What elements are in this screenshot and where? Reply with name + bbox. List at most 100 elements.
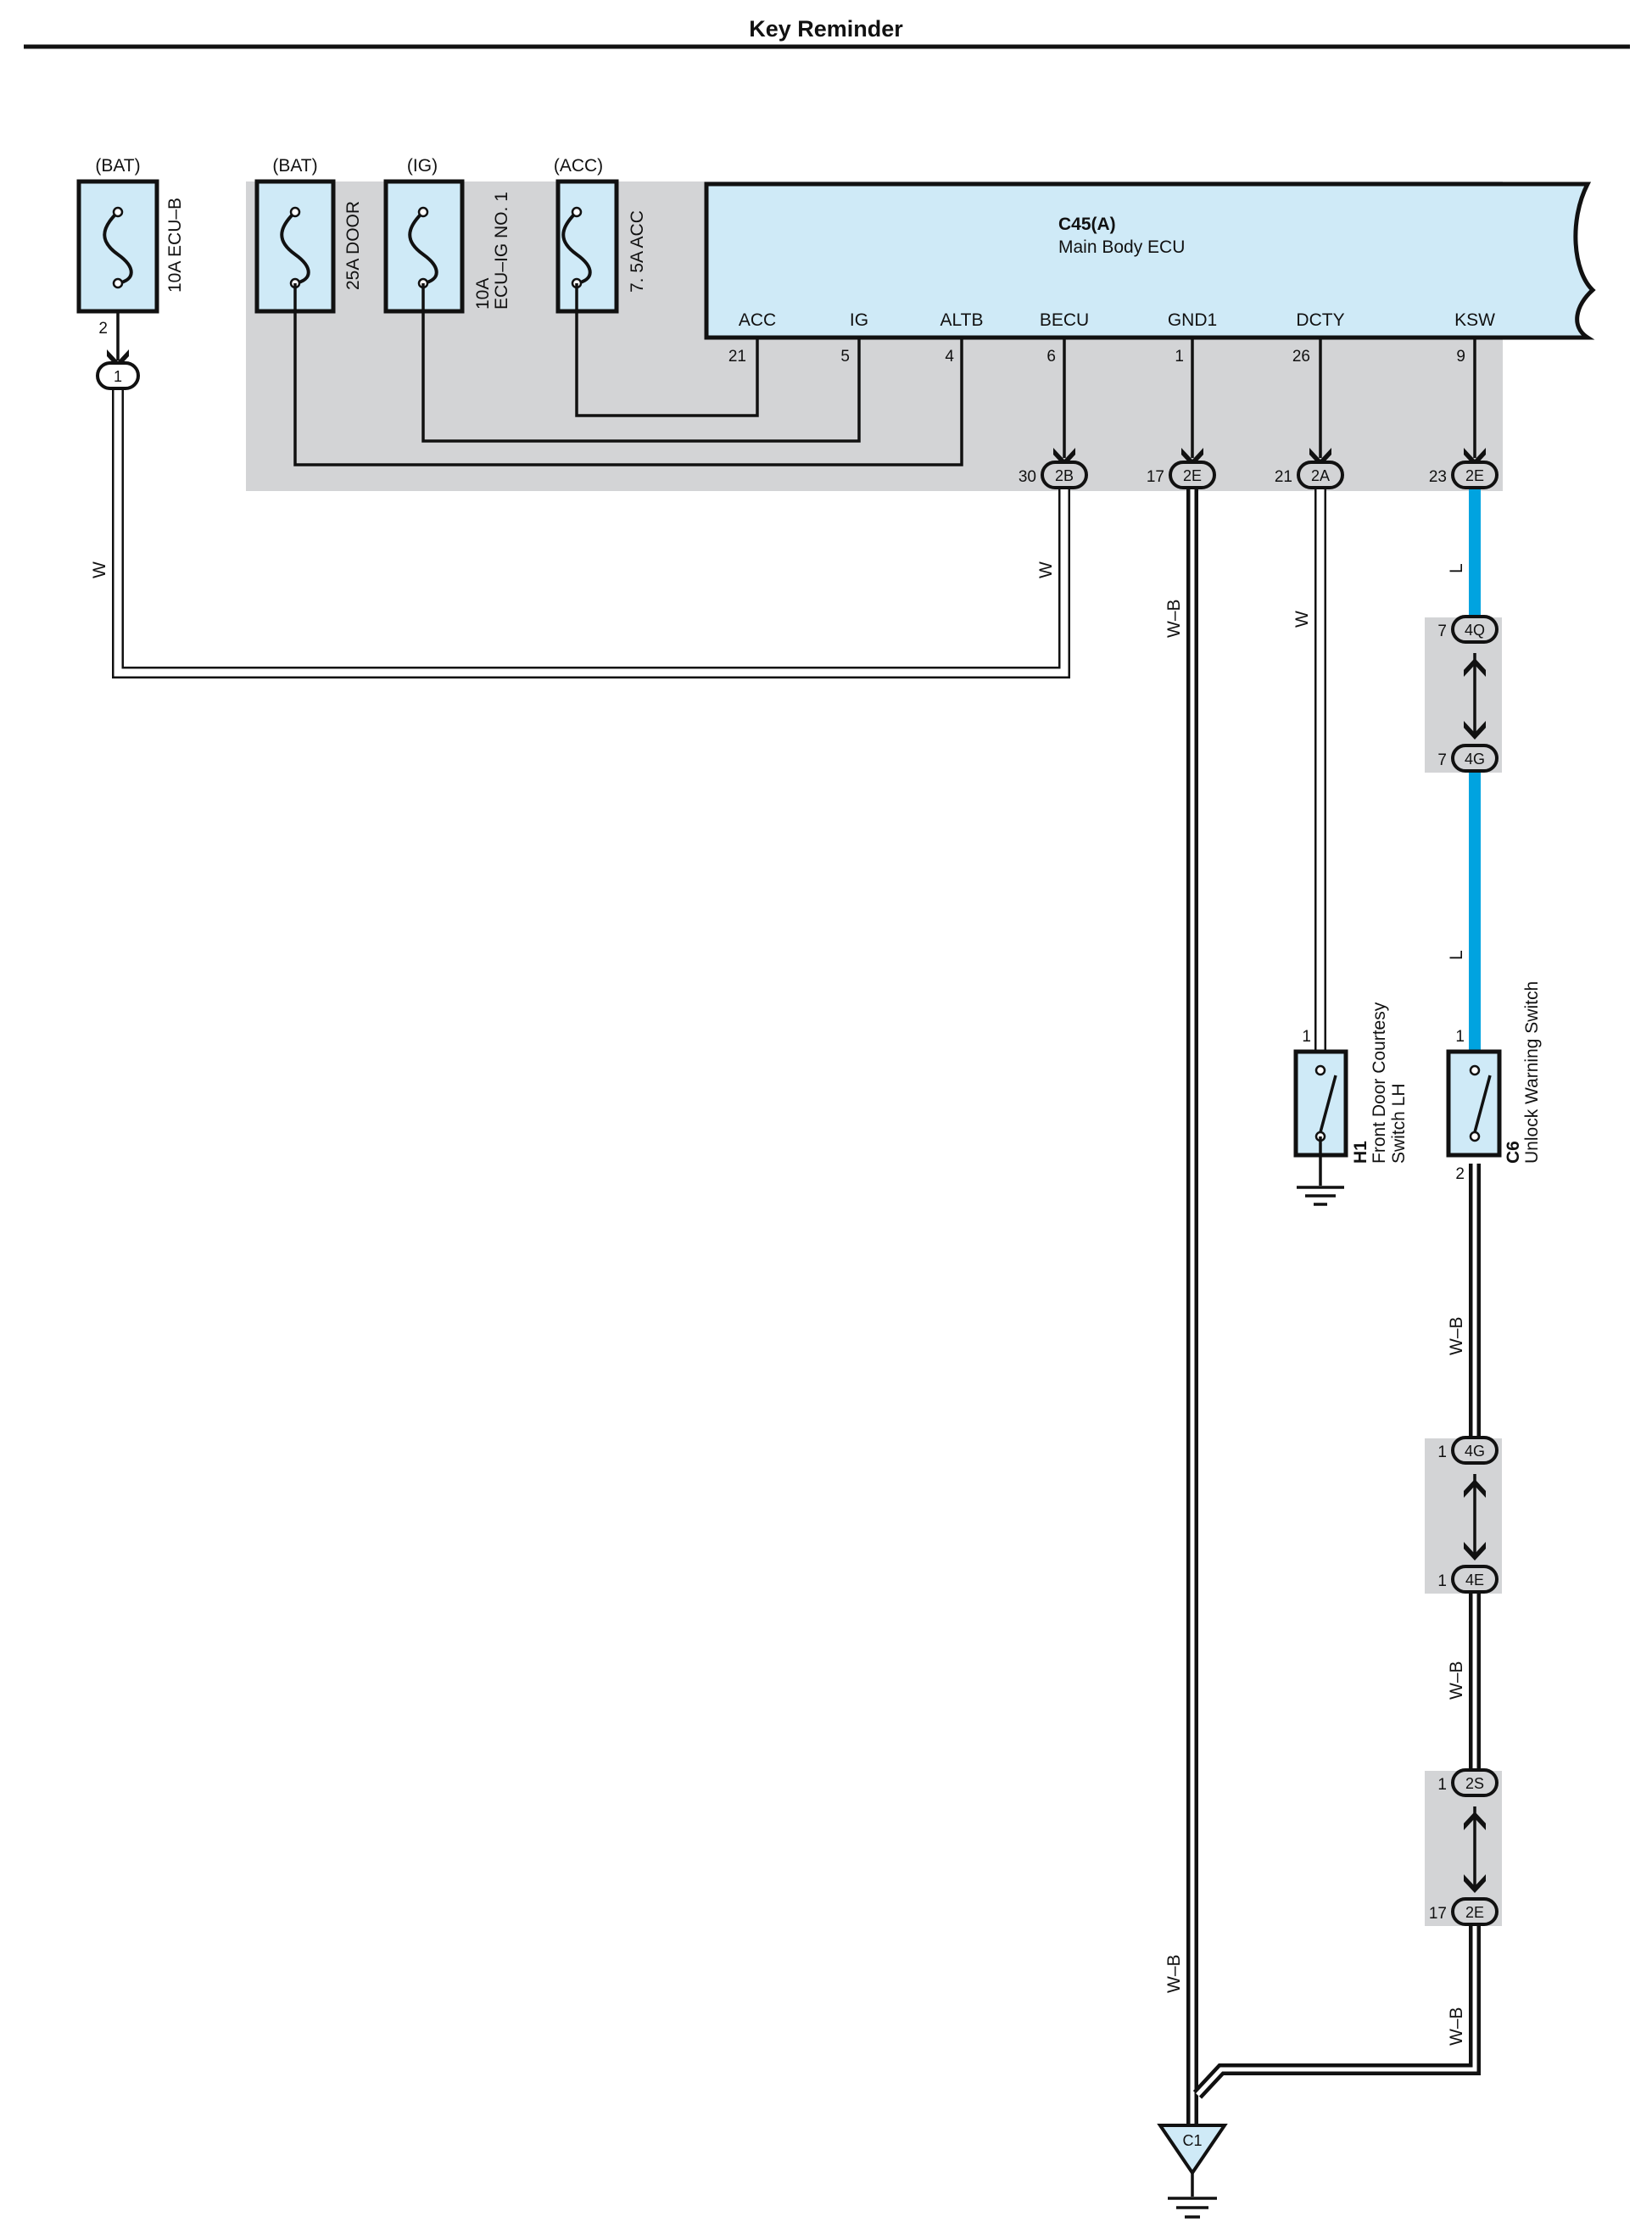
wire-color-label: W — [1036, 561, 1056, 578]
svg-text:4G: 4G — [1465, 751, 1485, 768]
svg-text:17: 17 — [1147, 468, 1164, 486]
wire-altb-internal — [293, 283, 963, 466]
fuse-source-label: (BAT) — [272, 156, 317, 176]
fuse-source-label: (IG) — [407, 156, 438, 176]
switch-contact — [1469, 1131, 1481, 1142]
fuse-element-icon — [103, 210, 133, 285]
fuse-source-label: (BAT) — [95, 156, 140, 176]
ground-icon — [1168, 2173, 1217, 2219]
junction-connector: 2A 21 — [1275, 461, 1344, 489]
wire-ig-internal — [421, 283, 861, 443]
wire-acc-internal — [575, 283, 759, 417]
switch-pin-number: 1 — [1302, 1028, 1311, 1046]
fuse-name: 10A — [473, 278, 493, 310]
fuse-element-icon — [408, 210, 438, 285]
ecu-terminal-label: ACC — [739, 310, 776, 330]
switch-blade — [1319, 1075, 1337, 1133]
svg-text:4E: 4E — [1465, 1572, 1484, 1589]
connector-arrow-icon — [1464, 1812, 1486, 1830]
switch-name: Front Door Courtesy — [1370, 1002, 1389, 1164]
fuse-terminal — [112, 277, 124, 289]
connector-arrow-icon — [1464, 658, 1486, 677]
svg-text:2E: 2E — [1465, 1904, 1484, 1921]
fuse-terminal — [112, 206, 124, 218]
switch-code: C6 — [1504, 1141, 1523, 1164]
ecu-name: Main Body ECU — [1058, 237, 1185, 257]
main-body-ecu — [704, 181, 1596, 340]
svg-text:2S: 2S — [1465, 1775, 1484, 1792]
switch-contact — [1314, 1064, 1326, 1076]
wire-color-label: W–B — [1447, 2007, 1466, 2046]
svg-text:1: 1 — [1437, 1443, 1447, 1461]
ecu-terminal-label: BECU — [1040, 310, 1089, 330]
fuse-element-icon — [561, 210, 592, 285]
connector-arrow-icon — [1464, 721, 1486, 740]
switch-blade — [1473, 1075, 1492, 1133]
ecu-terminal-label: DCTY — [1296, 310, 1344, 330]
ecu-terminal-label: GND1 — [1168, 310, 1217, 330]
svg-text:2A: 2A — [1311, 467, 1330, 484]
ecu-pin-number: 9 — [1456, 348, 1465, 366]
connector-arrow-icon — [1464, 1542, 1486, 1561]
junction-connector: 4E 1 — [1437, 1565, 1499, 1594]
svg-text:23: 23 — [1429, 468, 1447, 486]
svg-text:2E: 2E — [1465, 467, 1484, 484]
wire-wb-return-core — [1196, 1925, 1477, 2097]
ecu-pin-number: 6 — [1046, 348, 1056, 366]
fuse-element-icon — [280, 210, 310, 285]
ecu-pin-number: 4 — [945, 348, 954, 366]
junction-connector: 2E 17 — [1429, 1897, 1499, 1926]
fuse-ecu-b — [76, 179, 159, 314]
svg-text:4Q: 4Q — [1465, 622, 1485, 639]
fuse-name: 25A DOOR — [343, 201, 363, 290]
switch-code: H1 — [1351, 1141, 1370, 1164]
wire-color-label: W — [90, 561, 109, 578]
fuse-terminal — [417, 206, 429, 218]
switch-name: Switch LH — [1389, 1083, 1409, 1164]
wire-color-label: W–B — [1164, 599, 1184, 638]
page-title: Key Reminder — [749, 16, 903, 42]
ecu-pin-number: 1 — [1175, 348, 1184, 366]
junction-connector: 4G 1 — [1437, 1436, 1499, 1465]
svg-text:1: 1 — [114, 368, 122, 385]
junction-connector: 2E 23 — [1429, 461, 1499, 489]
junction-connector: 2S 1 — [1437, 1768, 1499, 1797]
wire-color-label: L — [1447, 950, 1466, 960]
fuse-terminal — [289, 206, 301, 218]
ground-point-c1 — [1157, 2124, 1228, 2176]
svg-text:30: 30 — [1019, 468, 1036, 486]
junction-connector: 4Q 7 — [1437, 615, 1499, 644]
switch-pin-number: 1 — [1455, 1028, 1465, 1046]
fuse-source-label: (ACC) — [554, 156, 603, 176]
ecu-pin-number: 26 — [1292, 348, 1310, 366]
switch-contact — [1469, 1064, 1481, 1076]
fuse-name: ECU–IG NO. 1 — [492, 192, 511, 310]
svg-text:2B: 2B — [1055, 467, 1074, 484]
fuse-name: 10A ECU–B — [165, 198, 185, 293]
wire-color-label: W–B — [1447, 1661, 1466, 1700]
wire-color-label: W–B — [1164, 1954, 1184, 1993]
wire-w-ecub-2b-core — [114, 383, 1069, 677]
switch-pin-number: 2 — [1455, 1165, 1465, 1183]
ecu-pin-number: 5 — [840, 348, 850, 366]
wire-color-label: W–B — [1447, 1316, 1466, 1355]
connector-arrow-icon — [1464, 1874, 1486, 1893]
ecu-terminal-label: ALTB — [940, 310, 984, 330]
svg-text:1: 1 — [1437, 1776, 1447, 1794]
svg-text:7: 7 — [1437, 751, 1447, 769]
connector-arrow-icon — [1464, 1479, 1486, 1498]
junction-connector: 2E 17 — [1147, 461, 1216, 489]
ecu-code: C45(A) — [1058, 215, 1116, 234]
junction-connector: 1 — [96, 361, 140, 390]
wire-color-label: L — [1447, 563, 1466, 573]
svg-text:2E: 2E — [1183, 467, 1202, 484]
svg-text:4G: 4G — [1465, 1443, 1485, 1460]
ecu-pin-number: 21 — [728, 348, 746, 366]
ground-code: C1 — [1182, 2132, 1202, 2149]
svg-text:7: 7 — [1437, 623, 1447, 640]
svg-text:1: 1 — [1437, 1572, 1447, 1590]
wire-color-label: W — [1292, 611, 1312, 628]
fuse-name: 7. 5A ACC — [628, 210, 647, 293]
ecu-terminal-label: IG — [850, 310, 868, 330]
